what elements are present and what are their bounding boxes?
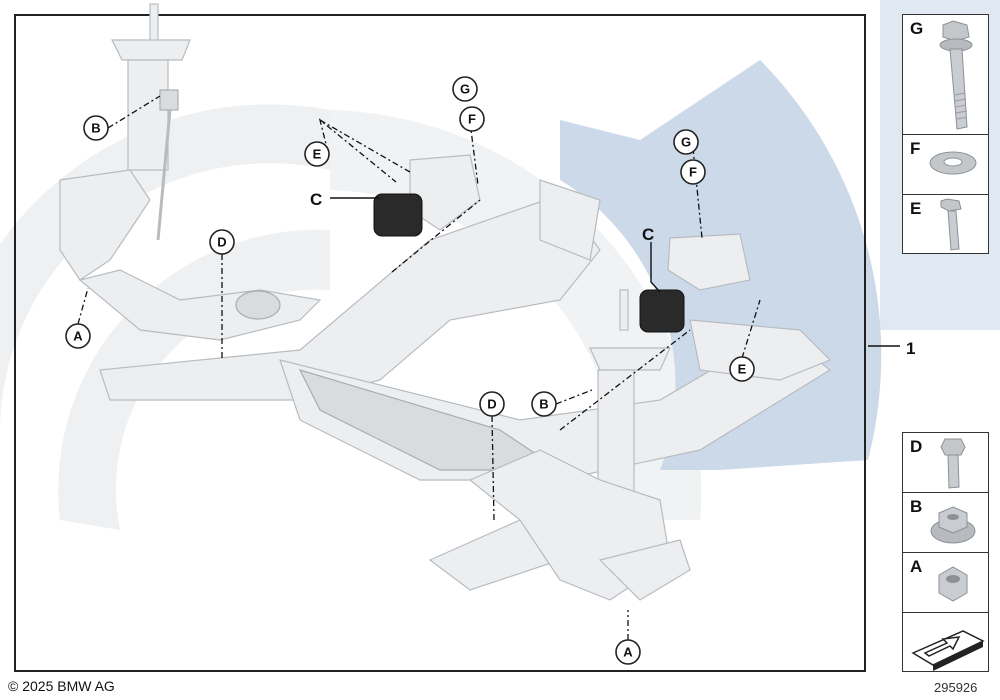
callout-a-bottom: A <box>615 639 641 665</box>
part-cell-d: D <box>903 433 988 493</box>
callout-d-left: D <box>209 229 235 255</box>
parts-panel-top: G F E <box>902 14 989 254</box>
callout-a-left: A <box>65 323 91 349</box>
svg-text:G: G <box>460 82 470 97</box>
callout-f-top: F <box>459 106 485 132</box>
part-letter-b: B <box>910 497 923 516</box>
part-cell-a: A <box>903 553 988 613</box>
small-bolt-icon <box>940 198 962 251</box>
callout-g-right: G <box>673 129 699 155</box>
part-cell-f: F <box>903 135 988 195</box>
svg-text:B: B <box>91 121 100 136</box>
callout-d-mid: D <box>479 391 505 417</box>
part-letter-a: A <box>910 557 923 576</box>
reference-number: 1 <box>906 339 916 358</box>
parts-panel-bottom: D B A <box>902 432 989 672</box>
arrow-plate-icon <box>911 630 985 671</box>
left-lower-arm <box>59 169 322 341</box>
flange-bolt-icon <box>939 20 973 130</box>
label-c-right: C <box>642 225 654 244</box>
part-cell-g: G <box>903 15 988 135</box>
flange-nut-icon <box>930 506 976 544</box>
copyright-text: © 2025 BMW AG <box>8 678 115 694</box>
image-number: 295926 <box>934 680 978 695</box>
svg-text:E: E <box>313 147 322 162</box>
svg-text:B: B <box>539 397 548 412</box>
svg-text:G: G <box>681 135 691 150</box>
left-strut <box>111 3 191 241</box>
right-bracket <box>639 233 751 333</box>
washer-icon <box>929 151 977 175</box>
diagram-frame <box>14 14 866 672</box>
callout-b-top: B <box>83 115 109 141</box>
part-letter-g: G <box>910 19 924 38</box>
part-cell-e: E <box>903 195 988 255</box>
right-lower-arm <box>468 449 691 601</box>
right-strut <box>589 289 671 501</box>
part-cell-b: B <box>903 493 988 553</box>
svg-text:A: A <box>73 329 83 344</box>
part-cell-arrow <box>903 613 988 673</box>
callout-b-mid: B <box>531 391 557 417</box>
hex-bolt-icon <box>940 438 966 489</box>
part-letter-d: D <box>910 437 923 456</box>
svg-text:F: F <box>468 112 476 127</box>
subframe <box>99 179 832 591</box>
part-letter-e: E <box>910 199 922 218</box>
callout-f-right: F <box>680 159 706 185</box>
part-letter-f: F <box>910 139 921 158</box>
callout-e-right: E <box>729 356 755 382</box>
svg-text:F: F <box>689 165 697 180</box>
hex-nut-icon <box>938 566 968 602</box>
label-c-left: C <box>310 190 322 209</box>
svg-text:D: D <box>217 235 226 250</box>
svg-text:D: D <box>487 397 496 412</box>
callout-e-top: E <box>304 141 330 167</box>
left-bracket <box>373 154 481 237</box>
svg-text:E: E <box>738 362 747 377</box>
svg-text:A: A <box>623 645 633 660</box>
leader-lines <box>77 95 900 640</box>
callout-g-top: G <box>452 76 478 102</box>
